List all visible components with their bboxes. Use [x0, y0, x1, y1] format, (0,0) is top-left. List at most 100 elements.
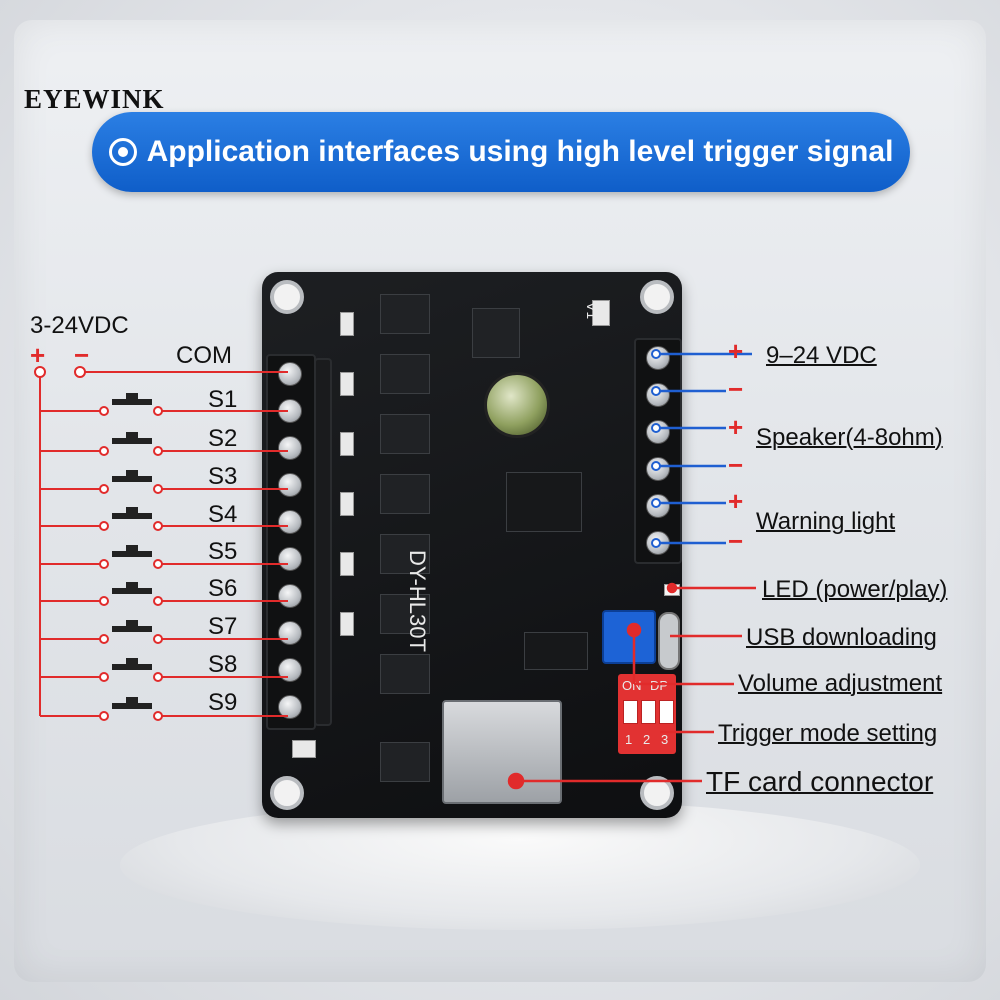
opto-chip — [380, 742, 430, 782]
com-label: COM — [176, 342, 232, 369]
wire-node — [153, 596, 163, 606]
push-button-icon — [112, 438, 152, 444]
wire-node — [153, 521, 163, 531]
light-plus-sign: + — [728, 486, 744, 516]
push-button-icon — [112, 476, 152, 482]
mounting-hole — [270, 776, 304, 810]
screw-s6 — [278, 584, 302, 608]
tf-pointer-dot — [507, 772, 525, 790]
opto-chip — [380, 594, 430, 634]
wire-node — [99, 672, 109, 682]
target-circle-icon — [108, 138, 137, 166]
switch-label-s7: S7 — [208, 613, 238, 640]
smd-part — [592, 300, 610, 326]
wire-node — [651, 498, 661, 508]
banner-title: Application interfaces using high level … — [146, 135, 894, 168]
speaker-plus-sign: + — [728, 412, 744, 442]
push-button-icon — [126, 507, 138, 513]
push-button-icon — [112, 588, 152, 594]
regulator-chip — [472, 308, 520, 358]
wire-node — [153, 711, 163, 721]
wire-node — [651, 461, 661, 471]
smd-part — [340, 552, 354, 576]
push-button-icon — [112, 703, 152, 709]
power-minus-sign: − — [728, 374, 744, 404]
electrolytic-capacitor — [484, 372, 550, 438]
usb-port — [658, 612, 680, 670]
main-ic — [506, 472, 582, 532]
push-button-icon — [126, 545, 138, 551]
wire-node — [99, 711, 109, 721]
push-button-icon — [112, 664, 152, 670]
push-button-icon — [112, 399, 152, 405]
wire-node — [153, 634, 163, 644]
opto-chip — [380, 354, 430, 394]
push-button-icon — [112, 513, 152, 519]
opto-chip — [380, 294, 430, 334]
dip-number: 3 — [661, 732, 669, 747]
switch-label-s5: S5 — [208, 538, 238, 565]
pcb-board: ON DP 1 2 3 DY-HL30T V1 — [262, 272, 682, 818]
opto-chip — [380, 414, 430, 454]
supply-voltage-label: 3-24VDC — [30, 312, 129, 339]
opto-chip — [380, 654, 430, 694]
smd-part — [340, 612, 354, 636]
left-nodes — [34, 366, 163, 721]
switch-label-s9: S9 — [208, 689, 238, 716]
dip-number: 1 — [625, 732, 633, 747]
trigger-mode-label: Trigger mode setting — [718, 720, 938, 747]
wire-node — [99, 596, 109, 606]
smd-part — [340, 492, 354, 516]
title-banner: Application interfaces using high level … — [92, 112, 910, 192]
usb-label: USB downloading — [746, 624, 937, 651]
tf-card-slot — [442, 700, 562, 804]
switch-label-s1: S1 — [208, 386, 238, 413]
push-button-icon — [126, 620, 138, 626]
wire-node — [99, 521, 109, 531]
wire-node — [153, 446, 163, 456]
brand-logo: EYEWINK — [24, 84, 165, 114]
push-button-icon — [112, 626, 152, 632]
opto-chip — [380, 534, 430, 574]
smd-part — [340, 432, 354, 456]
push-button-icon — [126, 658, 138, 664]
push-button-icon — [126, 582, 138, 588]
right-wire-nodes — [651, 349, 661, 548]
wire-node — [99, 559, 109, 569]
push-button-icon — [126, 470, 138, 476]
mounting-hole — [640, 280, 674, 314]
light-minus-sign: − — [728, 526, 744, 556]
wire-node — [651, 423, 661, 433]
switch-label-s4: S4 — [208, 501, 238, 528]
push-buttons — [112, 393, 152, 709]
dip-switch-lever — [641, 700, 656, 724]
wire-node — [153, 406, 163, 416]
wire-node — [153, 484, 163, 494]
push-button-icon — [112, 551, 152, 557]
wire-node — [153, 559, 163, 569]
wire-node — [99, 446, 109, 456]
pedestal — [120, 800, 920, 930]
switch-label-s2: S2 — [208, 425, 238, 452]
switch-label-s6: S6 — [208, 575, 238, 602]
speaker-label: Speaker(4-8ohm) — [756, 424, 943, 451]
push-button-icon — [126, 432, 138, 438]
power-plus-sign: + — [728, 336, 744, 366]
screw-s4 — [278, 510, 302, 534]
supply-plus-sign: + — [30, 340, 46, 370]
wire-node — [651, 349, 661, 359]
switch-label-s8: S8 — [208, 651, 238, 678]
dip-on-label: ON — [622, 678, 642, 693]
tf-card-label: TF card connector — [706, 766, 934, 797]
wire-node — [74, 366, 86, 378]
dip-dp-label: DP — [650, 678, 669, 693]
led-pointer-dot — [666, 582, 678, 594]
right-wiring — [656, 352, 752, 545]
volume-label: Volume adjustment — [738, 670, 943, 697]
dip-switch-lever — [659, 700, 674, 724]
dip-switch-lever — [623, 700, 638, 724]
callout-pointers — [507, 582, 756, 790]
led-label: LED (power/play) — [762, 576, 948, 603]
wire-node — [651, 386, 661, 396]
